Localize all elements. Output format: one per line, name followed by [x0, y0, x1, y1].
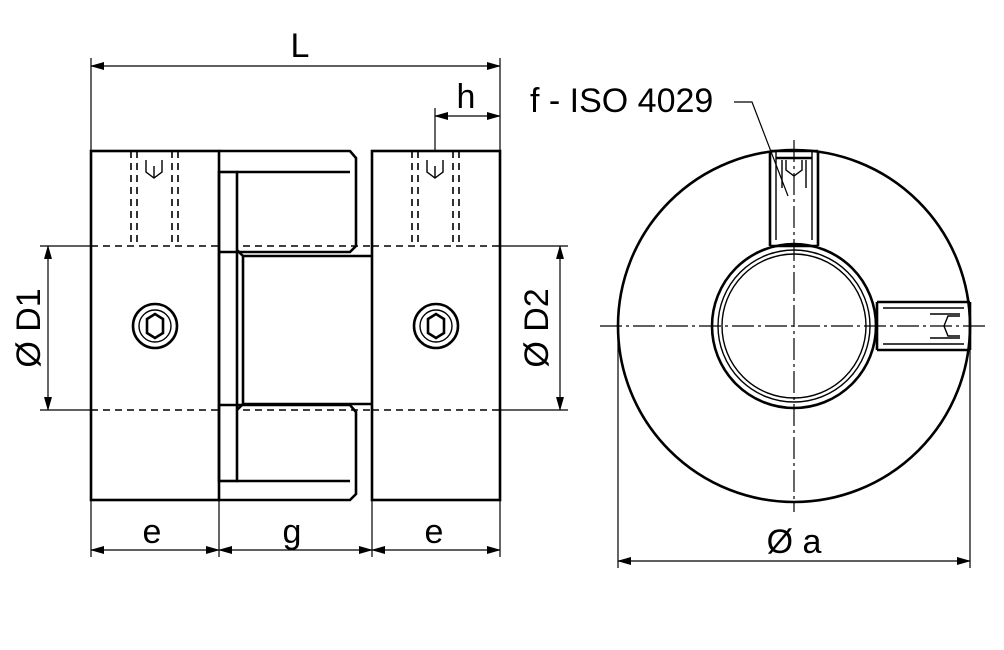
- side-view: L h Ø D1 Ø D2 e g e: [10, 27, 568, 557]
- top-setscrew: [768, 149, 820, 248]
- dim-e-left-label: e: [143, 513, 162, 551]
- left-setscrew-hidden: [130, 151, 179, 246]
- label-f-iso: f - ISO 4029: [530, 82, 713, 120]
- right-hub: [370, 149, 502, 502]
- leader-f: [734, 101, 789, 197]
- left-jaw-lower: [219, 403, 358, 502]
- front-view: f - ISO 4029 Ø a: [530, 82, 985, 568]
- dim-L-label: L: [291, 27, 310, 65]
- right-setscrew-head: [412, 302, 460, 350]
- spider-element: [217, 170, 372, 483]
- left-setscrew-head: [131, 302, 179, 350]
- dim-e-right-label: e: [425, 513, 444, 551]
- dim-g-label: g: [283, 513, 302, 551]
- dim-a-label: Ø a: [767, 523, 822, 561]
- left-hub: [89, 149, 221, 502]
- left-jaw-upper: [219, 149, 358, 254]
- dim-D2-label: Ø D2: [518, 288, 556, 367]
- dim-h-label: h: [457, 78, 476, 116]
- bore-hidden-lines: [91, 245, 500, 411]
- right-setscrew-hidden: [411, 151, 460, 246]
- dim-D1-label: Ø D1: [10, 288, 48, 367]
